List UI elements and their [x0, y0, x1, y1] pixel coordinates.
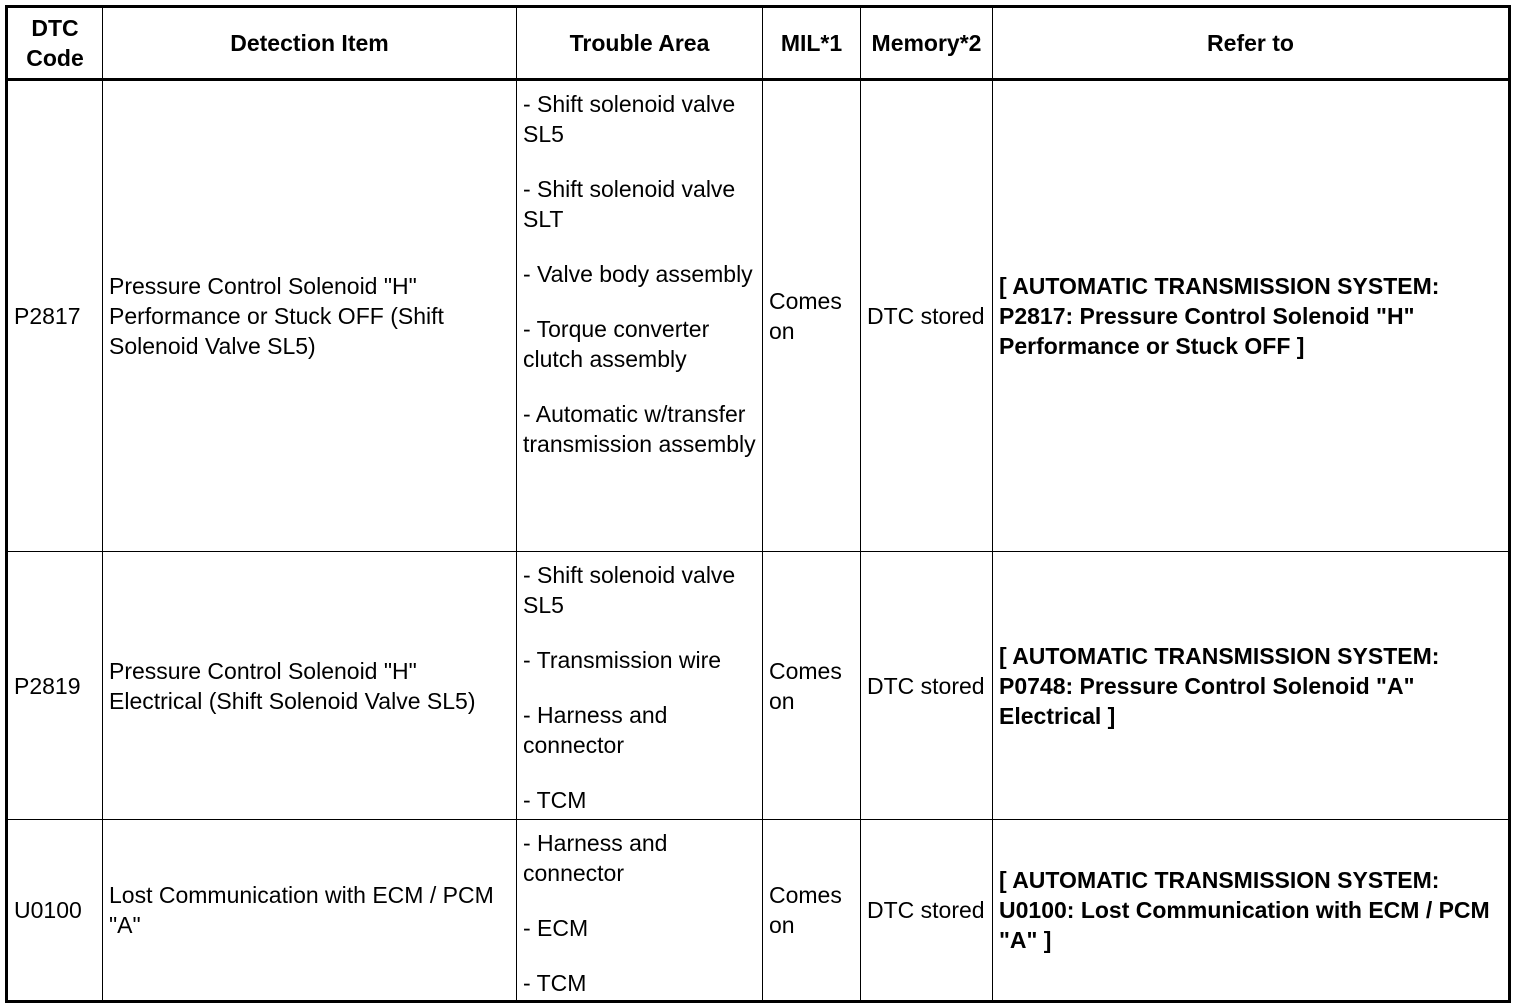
- trouble-area-item: - Valve body assembly: [523, 261, 753, 287]
- trouble-area-item: - Automatic w/transfer transmission asse…: [523, 401, 756, 457]
- header-refer-to: Refer to: [992, 6, 1510, 81]
- header-mil: MIL*1: [762, 6, 861, 81]
- refer-to-cell: [ AUTOMATIC TRANSMISSION SYSTEM: P0748: …: [992, 551, 1510, 820]
- mil-cell: Comes on: [762, 551, 861, 820]
- refer-to-cell: [ AUTOMATIC TRANSMISSION SYSTEM: P2817: …: [992, 79, 1510, 552]
- trouble-area-cell: - Shift solenoid valve SL5 - Transmissio…: [516, 551, 763, 820]
- header-trouble-area: Trouble Area: [516, 6, 763, 81]
- memory-cell: DTC stored: [860, 819, 993, 1002]
- detection-item-cell: Pressure Control Solenoid "H" Electrical…: [102, 551, 517, 820]
- dtc-code-cell: P2817: [6, 79, 103, 552]
- trouble-area-cell: - Harness and connector - ECM - TCM: [516, 819, 763, 1002]
- table-row: U0100 Lost Communication with ECM / PCM …: [6, 819, 1510, 1002]
- memory-cell: DTC stored: [860, 551, 993, 820]
- trouble-area-item: - TCM: [523, 787, 587, 813]
- trouble-area-item: - Shift solenoid valve SLT: [523, 176, 736, 232]
- trouble-area-item: - Harness and connector: [523, 702, 668, 758]
- detection-item-cell: Pressure Control Solenoid "H" Performanc…: [102, 79, 517, 552]
- memory-cell: DTC stored: [860, 79, 993, 552]
- mil-cell: Comes on: [762, 819, 861, 1002]
- header-dtc-code: DTC Code: [6, 6, 103, 81]
- dtc-code-cell: P2819: [6, 551, 103, 820]
- trouble-area-item: - Shift solenoid valve SL5: [523, 562, 736, 618]
- trouble-area-item: - Shift solenoid valve SL5: [523, 91, 736, 147]
- detection-item-cell: Lost Communication with ECM / PCM "A": [102, 819, 517, 1002]
- dtc-table: DTC Code Detection Item Trouble Area MIL…: [5, 5, 1511, 1003]
- trouble-area-item: - Harness and connector: [523, 830, 668, 886]
- header-detection-item: Detection Item: [102, 6, 517, 81]
- mil-cell: Comes on: [762, 79, 861, 552]
- trouble-area-item: - Torque converter clutch assembly: [523, 316, 710, 372]
- trouble-area-item: - ECM: [523, 915, 589, 941]
- dtc-code-cell: U0100: [6, 819, 103, 1002]
- trouble-area-item: - TCM: [523, 970, 587, 996]
- refer-to-cell: [ AUTOMATIC TRANSMISSION SYSTEM: U0100: …: [992, 819, 1510, 1002]
- header-memory: Memory*2: [860, 6, 993, 81]
- trouble-area-item: - Transmission wire: [523, 647, 722, 673]
- trouble-area-cell: - Shift solenoid valve SL5 - Shift solen…: [516, 79, 763, 552]
- header-row: DTC Code Detection Item Trouble Area MIL…: [6, 6, 1510, 81]
- table-row: P2817 Pressure Control Solenoid "H" Perf…: [6, 79, 1510, 552]
- table-row: P2819 Pressure Control Solenoid "H" Elec…: [6, 551, 1510, 820]
